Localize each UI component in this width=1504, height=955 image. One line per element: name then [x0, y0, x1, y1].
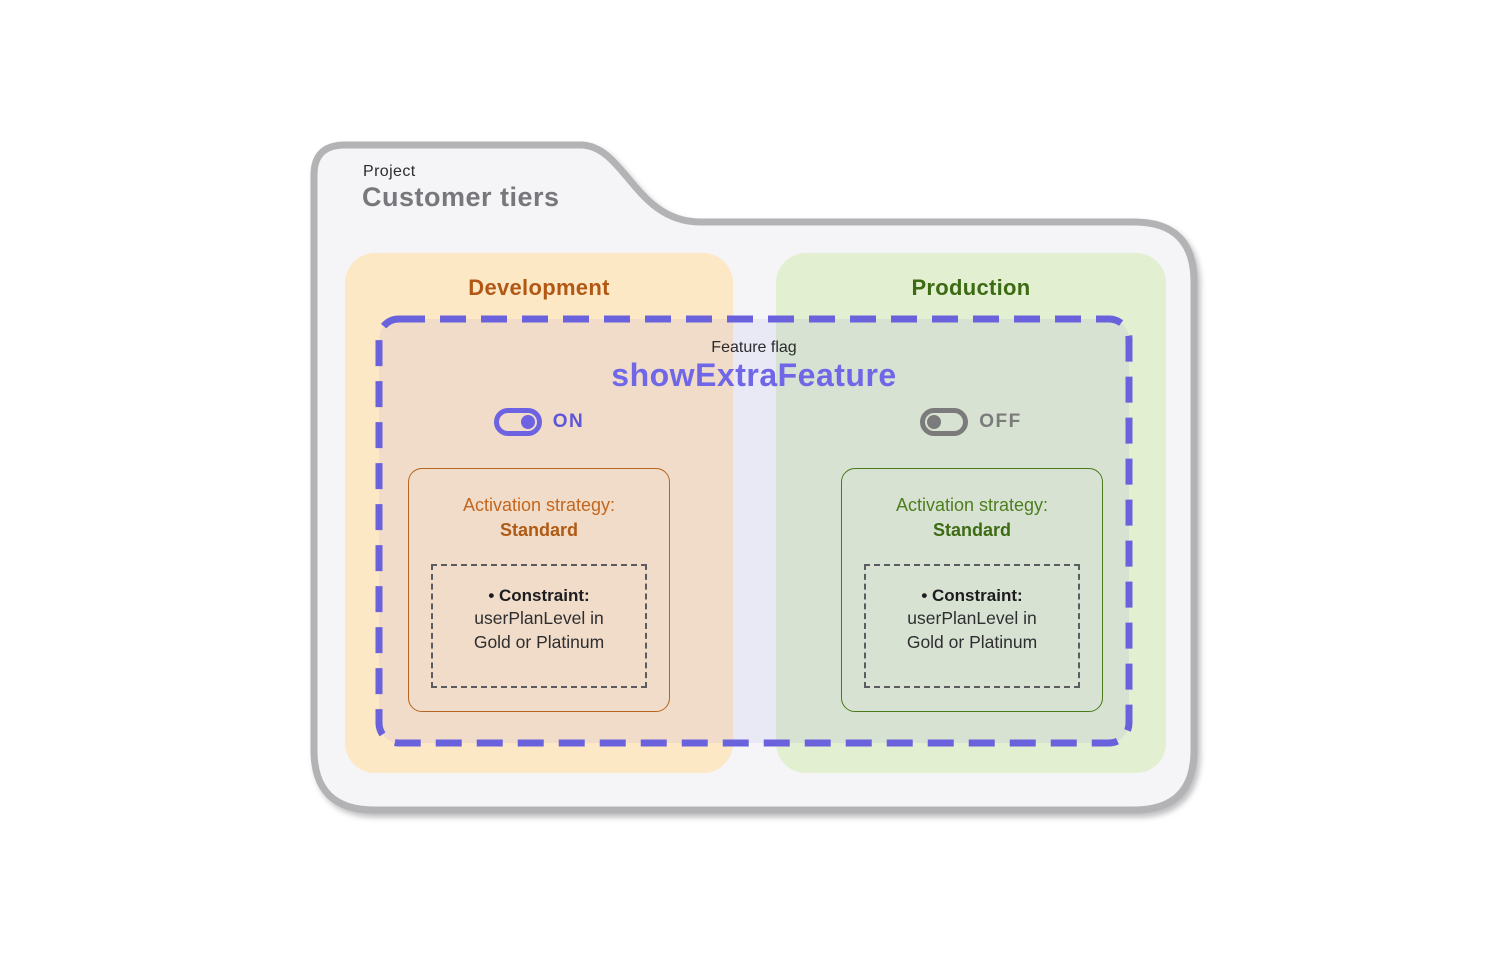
project-label: Project	[363, 163, 416, 180]
constraint-line: userPlanLevel in	[474, 608, 604, 628]
production-strategy-card: Activation strategy: Standard • Constrai…	[841, 468, 1103, 712]
production-toggle-row: OFF	[776, 408, 1166, 436]
constraint-line: userPlanLevel in	[907, 608, 1037, 628]
project-title: Customer tiers	[362, 182, 560, 212]
toggle-knob	[927, 415, 942, 429]
strategy-value: Standard	[932, 520, 1011, 540]
development-constraint-box: • Constraint: userPlanLevel in Gold or P…	[431, 564, 647, 688]
development-toggle-switch-icon[interactable]	[493, 408, 542, 436]
production-toggle-state: OFF	[979, 411, 1022, 432]
feature-flag-dashed-border	[375, 315, 1133, 747]
environment-development-header: Development	[468, 275, 610, 300]
environment-production-header: Production	[911, 275, 1031, 300]
constraint-line: Gold or Platinum	[906, 632, 1038, 652]
feature-flag-name: showExtraFeature	[611, 357, 897, 393]
feature-flag-region	[375, 315, 1133, 747]
constraint-title: • Constraint:	[921, 586, 1023, 605]
development-toggle-state: ON	[552, 411, 585, 432]
toggle-knob	[520, 415, 535, 429]
constraint-line: Gold or Platinum	[473, 632, 605, 652]
production-constraint-box: • Constraint: userPlanLevel in Gold or P…	[864, 564, 1080, 688]
strategy-label: Activation strategy:	[462, 495, 616, 515]
strategy-value: Standard	[499, 520, 578, 540]
feature-flag-label: Feature flag	[711, 339, 797, 356]
development-strategy-card: Activation strategy: Standard • Constrai…	[408, 468, 670, 712]
constraint-title: • Constraint:	[488, 586, 590, 605]
development-toggle-row: ON	[345, 408, 733, 436]
production-toggle-switch-icon[interactable]	[920, 408, 969, 436]
strategy-label: Activation strategy:	[895, 495, 1049, 515]
